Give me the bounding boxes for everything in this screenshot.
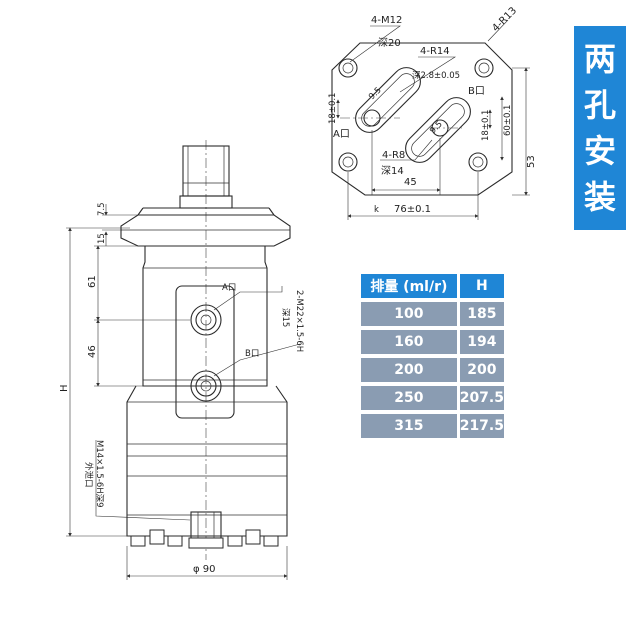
small-depth-label: 深14: [381, 165, 404, 177]
port-boss: [175, 285, 235, 419]
dim-60: 60±0.1: [503, 105, 513, 136]
mount-hole-top-left: [338, 58, 358, 78]
dim-76: 76±0.1: [394, 204, 431, 215]
port-b-label: B口: [468, 86, 485, 97]
badge-char: 安: [583, 132, 616, 170]
cell-h: 217.5: [456, 414, 504, 438]
displacement-table: 排量 (ml/r) H 100 185 160 194 200 200 250 …: [361, 270, 504, 442]
dim-46: 46: [87, 345, 98, 358]
table-row: 200 200: [361, 358, 504, 382]
dim-h: H: [59, 384, 70, 392]
cell-displacement: 250: [361, 386, 457, 410]
thread-depth-label: 深20: [378, 37, 401, 49]
cell-h: 200: [456, 358, 504, 382]
thread-holes-label: 4-M12: [371, 15, 402, 26]
header-h: H: [456, 274, 504, 298]
dim-7-5: 7.5: [97, 202, 107, 216]
drain-label: 外泄口: [83, 462, 94, 488]
cell-displacement: 315: [361, 414, 457, 438]
gerotor-body: [126, 385, 288, 537]
side-view: 7.5 15 61 46 H A口 B口 2-M22×1.5-6H 深15 M1…: [59, 140, 304, 580]
install-type-badge: 两 孔 安 装: [574, 26, 626, 230]
small-radius-label: 4-R8: [382, 150, 405, 161]
inner-dia-label-b: 9.5: [428, 119, 445, 136]
inner-dia-label-a: 9.5: [367, 85, 384, 102]
port-a-side-label: A口: [222, 283, 236, 293]
badge-char: 孔: [583, 86, 616, 124]
cell-displacement: 160: [361, 330, 457, 354]
bottom-bolts: [130, 529, 279, 549]
mount-hole-bottom-right: [468, 152, 488, 172]
port-slot-a: [355, 67, 421, 133]
port-a-side: [190, 304, 222, 336]
dim-15: 15: [97, 233, 107, 244]
cell-displacement: 200: [361, 358, 457, 382]
flange-view: 4-M12 深20 4-R13 4-R14 深2.8±0.05 9.5 9.5 …: [328, 5, 537, 220]
slot-radius-label: 4-R14: [420, 46, 450, 57]
table-row: 160 194: [361, 330, 504, 354]
cell-displacement: 100: [361, 302, 457, 326]
housing: [142, 246, 268, 387]
table-row: 250 207.5: [361, 386, 504, 410]
port-b-side: [190, 370, 222, 402]
corner-radius-label: 4-R13: [490, 5, 519, 34]
mark-k: k: [374, 205, 379, 215]
port-b-side-label: B口: [245, 349, 259, 359]
dim-dia90: φ 90: [193, 564, 216, 575]
badge-char: 装: [583, 178, 616, 216]
header-displacement: 排量 (ml/r): [361, 274, 457, 298]
drain-thread-label: M14×1.5-6H深9: [94, 440, 104, 508]
cell-h: 194: [456, 330, 504, 354]
mount-hole-top-right: [474, 58, 494, 78]
port-thread-label: 2-M22×1.5-6H: [294, 290, 304, 352]
table-row: 100 185: [361, 302, 504, 326]
table-row: 315 217.5: [361, 414, 504, 438]
dim-53: 53: [526, 155, 537, 168]
table-header-row: 排量 (ml/r) H: [361, 274, 504, 298]
mount-hole-bottom-left: [338, 152, 358, 172]
dim-61: 61: [87, 275, 98, 288]
port-a-label: A口: [333, 129, 350, 140]
badge-char: 两: [583, 40, 616, 78]
dim-45: 45: [404, 177, 417, 188]
dim-18-left: 18±0.1: [328, 93, 338, 124]
cell-h: 207.5: [456, 386, 504, 410]
dim-18-right: 18±0.1: [481, 110, 491, 141]
slot-depth-label: 深2.8±0.05: [412, 71, 460, 81]
port-depth-label: 深15: [280, 308, 290, 327]
cell-h: 185: [456, 302, 504, 326]
mount-flange: [120, 214, 291, 247]
